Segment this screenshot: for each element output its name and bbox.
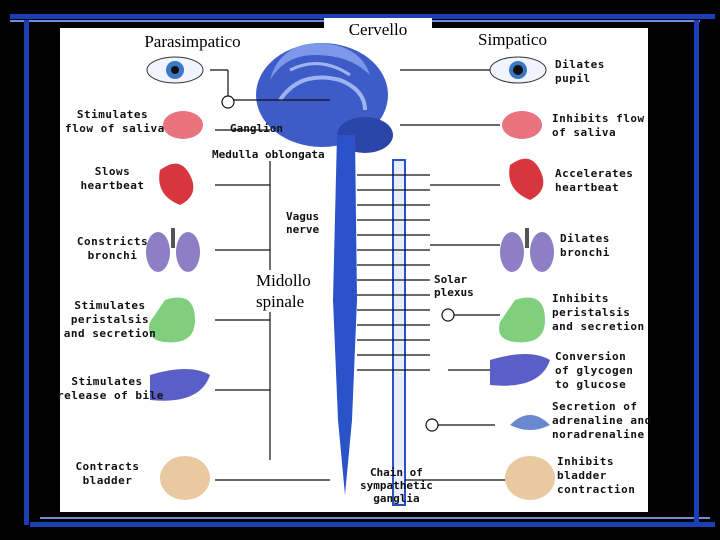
left-organs [146,56,210,500]
right-label-heartbeat: Accelerates heartbeat [555,167,634,194]
title-brain: Cervello [324,18,432,42]
right-organs [489,56,555,500]
left-eye-icon [146,56,204,84]
right-salivary-gland-icon [502,111,542,139]
title-sympathetic: Simpatico [455,28,570,52]
nerve-connectors [210,69,510,481]
left-heart-icon [159,163,194,205]
label-chain-ganglia: Chain of sympathetic ganglia [360,466,433,505]
left-salivary-gland-icon [163,111,203,139]
sympathetic-chain [392,159,406,506]
right-adrenal-icon [510,415,550,430]
label-ganglion: Ganglion [230,122,283,135]
left-bladder-icon [160,456,210,500]
right-label-bladder: Inhibits bladder contraction [557,455,636,496]
frame-bottom-bar [30,522,715,527]
left-label-bladder: Contracts bladder [75,460,140,487]
title-parasympathetic: Parasimpatico [125,30,260,54]
right-liver-icon [490,354,550,386]
right-label-bronchi: Dilates bronchi [560,232,610,259]
left-label-bronchi: Constricts bronchi [76,235,149,262]
label-vagus: Vagus nerve [286,210,320,236]
right-stomach-icon [499,297,545,343]
frame-right-bar [694,20,699,525]
right-lungs-icon [500,228,554,272]
left-label-heartbeat: Slows heartbeat [80,165,145,192]
right-label-glycogen: Conversion of glycogen to glucose [555,350,634,391]
label-solar-plexus: Solar plexus [434,273,474,299]
left-stomach-icon [149,297,195,343]
right-eye-icon [489,56,547,84]
frame-bottom-bar-light [40,517,710,519]
right-heart-icon [509,158,544,200]
frame-left-bar [24,20,29,525]
left-lungs-icon [146,228,200,272]
left-label-saliva: Stimulates flow of saliva [65,108,165,135]
title-spinal-cord: Midollo spinale [252,270,315,312]
brain [256,43,393,153]
frame-top-bar [10,14,715,19]
left-label-peristalsis: Stimulates peristalsis and secretion [63,299,157,340]
left-label-bile: Stimulates release of bile [57,375,164,402]
right-bladder-icon [505,456,555,500]
spinal-cord [333,135,357,495]
right-label-saliva: Inhibits flow of saliva [552,112,645,139]
right-label-pupil: Dilates pupil [555,58,605,85]
right-label-adrenaline: Secretion of adrenaline and noradrenalin… [552,400,652,441]
ganglia [221,95,455,432]
right-label-peristalsis: Inhibits peristalsis and secretion [552,292,645,333]
label-medulla: Medulla oblongata [212,148,325,161]
left-liver-icon [150,369,210,401]
